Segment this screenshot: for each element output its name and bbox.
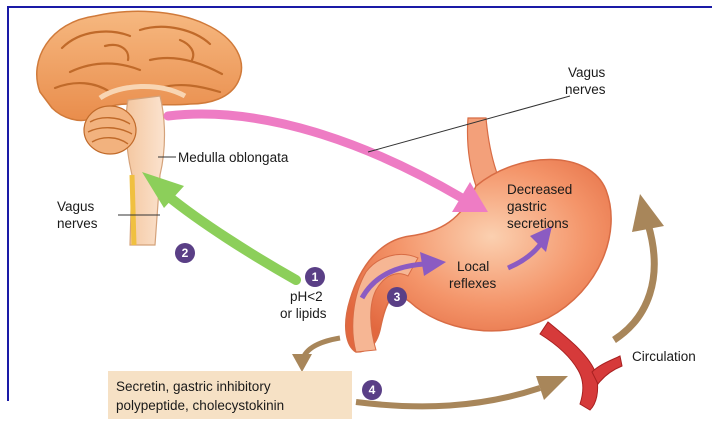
step-badge-4: 4 [362,380,382,400]
local-reflex-label-2: reflexes [449,276,497,291]
decreased-label-2: gastric [507,199,547,214]
blood-vessel-illustration [540,322,622,410]
hormones-to-circulation-arrow [356,376,568,406]
svg-text:3: 3 [394,290,401,304]
ph-label-1: pH<2 [290,289,323,304]
medulla-label: Medulla oblongata [178,150,289,165]
decreased-label-1: Decreased [507,182,572,197]
duodenum-to-hormones-arrow [292,338,340,372]
vagal-afferent-arrow [142,172,296,280]
vagus-top-label-2: nerves [565,82,606,97]
svg-text:1: 1 [312,270,319,284]
step-badge-1: 1 [305,267,325,287]
step-badge-3: 3 [387,287,407,307]
vagus-left-label-2: nerves [57,216,98,231]
decreased-label-3: secretions [507,216,569,231]
step-badge-2: 2 [175,243,195,263]
vagus-top-label-1: Vagus [568,65,606,80]
circulation-label: Circulation [632,349,696,364]
hormones-label-2: polypeptide, cholecystokinin [116,396,352,415]
svg-text:4: 4 [369,383,376,397]
svg-text:2: 2 [182,246,189,260]
local-reflex-label-1: Local [457,259,489,274]
ph-label-2: or lipids [280,306,327,321]
circulation-to-stomach-arrow [614,194,664,340]
vagus-left-label-1: Vagus [57,199,95,214]
stomach-illustration [346,118,611,352]
hormones-box: Secretin, gastric inhibitory polypeptide… [108,371,352,419]
hormones-label-1: Secretin, gastric inhibitory [116,377,352,396]
